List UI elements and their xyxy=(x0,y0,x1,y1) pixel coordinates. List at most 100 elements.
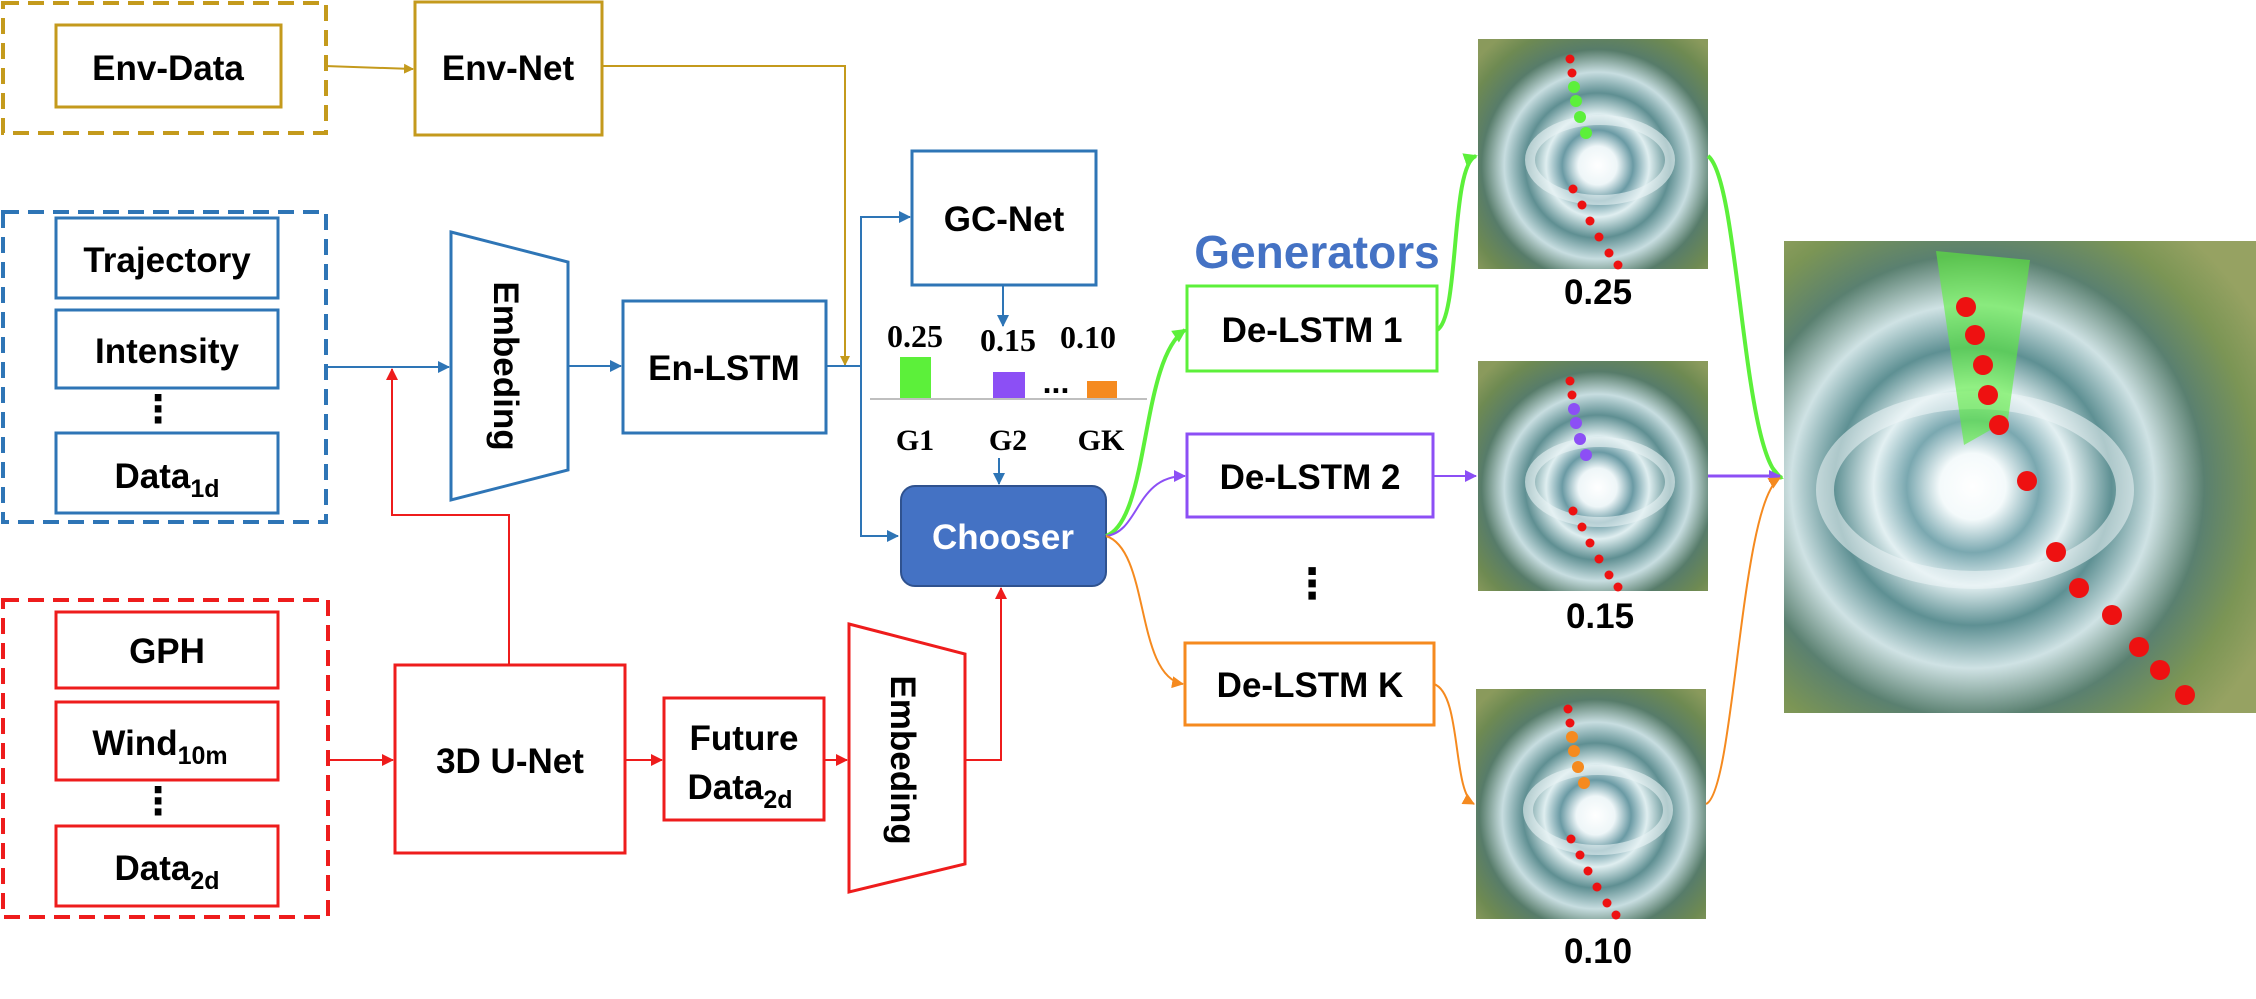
wind10m-box xyxy=(54,700,280,782)
de-lstm-k-to-image-arrow xyxy=(1433,683,1475,805)
chooser-to-de-lstm-2-arrow xyxy=(1105,470,1186,537)
track-marker xyxy=(1574,111,1586,123)
image-1-to-combined-arrow xyxy=(1706,154,1784,480)
track-marker xyxy=(1594,232,1604,242)
track-marker xyxy=(1989,415,2009,435)
track-marker xyxy=(2046,542,2066,562)
de-lstm-1-to-image-arrow xyxy=(1435,153,1478,332)
track-marker xyxy=(1567,390,1577,400)
track-marker xyxy=(2150,660,2170,680)
data1d-box xyxy=(54,431,280,515)
bar-label-gk: GK xyxy=(1078,424,1125,457)
unet-to-embedding-top-arrow xyxy=(386,368,510,665)
track-marker xyxy=(1568,184,1578,194)
track-marker xyxy=(1565,54,1575,64)
track-marker xyxy=(2175,685,2195,705)
track-marker xyxy=(1568,745,1580,757)
bar-gk xyxy=(1087,381,1117,398)
data1d-ellipsis: ⋮ xyxy=(139,389,177,431)
decoder-ellipsis: ⋮ xyxy=(1291,560,1333,607)
future-data-box xyxy=(662,696,826,822)
bar-value-g1: 0.25 xyxy=(887,318,943,354)
track-marker xyxy=(2129,637,2149,657)
bar-g1 xyxy=(900,357,931,398)
de-lstm-2-box xyxy=(1185,432,1435,519)
track-marker xyxy=(1572,761,1584,773)
track-marker xyxy=(1575,850,1585,860)
data2d-label: Data2d xyxy=(114,849,219,895)
data2d-box xyxy=(54,824,280,908)
track-marker xyxy=(1568,81,1580,93)
track-marker xyxy=(2102,605,2122,625)
storm-image-1 xyxy=(1478,39,1708,269)
track-marker xyxy=(1613,582,1623,592)
track-marker xyxy=(1585,538,1595,548)
track-marker xyxy=(1568,506,1578,516)
track-marker xyxy=(1578,777,1590,789)
de-lstm-1-label: De-LSTM 1 xyxy=(1222,311,1403,350)
track-marker xyxy=(1574,433,1586,445)
track-marker xyxy=(1613,260,1623,270)
unet-box xyxy=(393,663,627,855)
track-marker xyxy=(1583,866,1593,876)
track-marker xyxy=(1611,910,1621,920)
chooser-to-de-lstm-k-arrow xyxy=(1105,535,1184,689)
bar-g2 xyxy=(993,372,1025,398)
future-data-line1: Future xyxy=(690,719,799,758)
probability-3: 0.10 xyxy=(1564,932,1632,971)
track-marker xyxy=(1580,127,1592,139)
storm-tracks xyxy=(1563,54,1623,920)
track-marker xyxy=(1580,449,1592,461)
chooser-label: Chooser xyxy=(932,518,1074,557)
embedding-bottom-trapezoid xyxy=(847,622,967,894)
env-net-box xyxy=(413,0,604,137)
bars-ellipsis: ... xyxy=(1043,364,1070,400)
env-data-box xyxy=(54,23,283,109)
data2d-ellipsis: ⋮ xyxy=(139,781,177,823)
bar-label-g2: G2 xyxy=(989,424,1027,457)
data1d-label: Data1d xyxy=(114,457,219,503)
bar-label-g1: G1 xyxy=(896,424,934,457)
track-marker xyxy=(1978,385,1998,405)
gph-label: GPH xyxy=(129,632,205,671)
de-lstm-2-label: De-LSTM 2 xyxy=(1220,458,1401,497)
en-lstm-label: En-LSTM xyxy=(648,349,800,388)
embedding-top-trapezoid xyxy=(449,230,570,502)
en-lstm-to-gc-net-arrow xyxy=(860,211,911,536)
track-marker xyxy=(1565,376,1575,386)
track-marker xyxy=(1577,200,1587,210)
image-3-to-combined-arrow xyxy=(1705,477,1781,805)
track-marker xyxy=(2017,471,2037,491)
embedding-bottom-to-chooser-arrow xyxy=(965,587,1007,761)
chooser-to-de-lstm-1-arrow xyxy=(1105,328,1187,538)
wind10m-label: Wind10m xyxy=(92,724,227,770)
probability-1: 0.25 xyxy=(1564,273,1632,312)
track-marker xyxy=(1563,704,1573,714)
track-marker xyxy=(2069,578,2089,598)
embedding-top-label: Embeding xyxy=(486,281,525,450)
gph-box xyxy=(54,610,280,690)
gc-net-box xyxy=(910,149,1098,287)
env-group-frame xyxy=(1,1,328,135)
track-marker xyxy=(1570,95,1582,107)
intensity-label: Intensity xyxy=(95,332,239,371)
track-marker xyxy=(1602,898,1612,908)
track-marker xyxy=(1566,834,1576,844)
embedding-bottom-label: Embeding xyxy=(883,675,922,844)
trajectory-label: Trajectory xyxy=(83,241,251,280)
track-marker xyxy=(1565,718,1575,728)
future-data-line2: Data2d xyxy=(687,768,792,814)
env-net-label: Env-Net xyxy=(442,49,575,88)
env-data-label: Env-Data xyxy=(92,49,244,88)
track-marker xyxy=(1594,554,1604,564)
track-marker xyxy=(1568,403,1580,415)
en-lstm-box xyxy=(621,299,828,435)
en-lstm-to-chooser-arrow xyxy=(860,440,899,542)
storm-image-2 xyxy=(1478,361,1708,591)
track-marker xyxy=(1592,882,1602,892)
probability-2: 0.15 xyxy=(1566,597,1634,636)
data2d-group-frame xyxy=(1,598,330,919)
track-marker xyxy=(1577,522,1587,532)
track-marker xyxy=(1604,570,1614,580)
